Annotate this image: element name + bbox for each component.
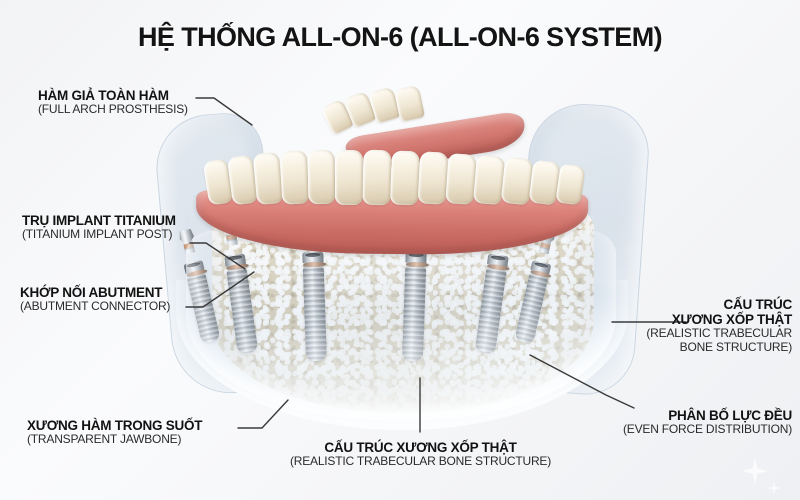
dental-illustration	[150, 80, 670, 430]
label-abutment-en: (ABUTMENT CONNECTOR)	[20, 299, 171, 314]
sparkle-bottom-right-small	[768, 482, 780, 494]
prosthetic-tooth	[335, 150, 363, 205]
prosthetic-tooth	[362, 149, 392, 206]
prosthetic-tooth	[252, 151, 284, 206]
label-bone-bottom-en: (REALISTIC TRABECULAR BONE STRUCTURE)	[289, 454, 552, 469]
label-abutment-vi: KHỚP NỐI ABUTMENT	[20, 285, 163, 300]
label-prosthesis-en: (FULL ARCH PROSTHESIS)	[38, 102, 188, 117]
label-force-en: (EVEN FORCE DISTRIBUTION)	[622, 422, 792, 437]
label-implant-post-en: (TITANIUM IMPLANT POST)	[22, 227, 173, 242]
label-jawbone-en: (TRANSPARENT JAWBONE)	[27, 432, 182, 447]
label-full-arch-prosthesis: HÀM GIẢ TOÀN HÀM (FULL ARCH PROSTHESIS)	[38, 88, 188, 117]
full-arch-prosthesis	[150, 80, 670, 280]
prosthetic-tooth	[472, 154, 506, 206]
label-trabecular-bone-right: CẤU TRÚC XƯƠNG XỐP THẬT (REALISTIC TRABE…	[600, 297, 792, 354]
page-title: HỆ THỐNG ALL-ON-6 (ALL-ON-6 SYSTEM)	[138, 22, 663, 52]
prosthetic-tooth	[393, 84, 426, 123]
label-bone-right-en-line2: BONE STRUCTURE)	[679, 339, 793, 354]
prosthetic-tooth	[390, 150, 420, 206]
label-even-force-distribution: PHÂN BỐ LỰC ĐỀU (EVEN FORCE DISTRIBUTION…	[594, 408, 792, 437]
prosthetic-tooth	[417, 151, 449, 205]
label-bone-right-vi-line2: XƯƠNG XỐP THẬT	[671, 312, 792, 328]
prosthetic-tooth	[528, 159, 561, 206]
label-bone-right-vi-line1: CẤU TRÚC	[723, 297, 793, 312]
label-abutment-connector: KHỚP NỐI ABUTMENT (ABUTMENT CONNECTOR)	[20, 285, 170, 314]
prosthetic-tooth	[500, 156, 534, 206]
label-jawbone-vi: XƯƠNG HÀM TRONG SUỐT	[27, 418, 203, 433]
sparkle-bottom-right	[742, 458, 768, 484]
label-implant-post-vi: TRỤ IMPLANT TITANIUM	[22, 213, 176, 228]
prosthetic-tooth	[279, 150, 310, 205]
label-prosthesis-vi: HÀM GIẢ TOÀN HÀM	[38, 88, 169, 103]
label-bone-right-en-line1: (REALISTIC TRABECULAR	[646, 326, 792, 341]
label-trabecular-bone-bottom: CẤU TRÚC XƯƠNG XỐP THẬT (REALISTIC TRABE…	[268, 440, 573, 469]
label-bone-bottom-vi: CẤU TRÚC XƯƠNG XỐP THẬT	[324, 440, 517, 455]
label-titanium-implant-post: TRỤ IMPLANT TITANIUM (TITANIUM IMPLANT P…	[22, 213, 176, 242]
label-transparent-jawbone: XƯƠNG HÀM TRONG SUỐT (TRANSPARENT JAWBON…	[27, 418, 202, 447]
prosthetic-tooth	[307, 149, 336, 205]
label-force-vi: PHÂN BỐ LỰC ĐỀU	[668, 408, 792, 423]
prosthetic-tooth	[445, 153, 477, 205]
